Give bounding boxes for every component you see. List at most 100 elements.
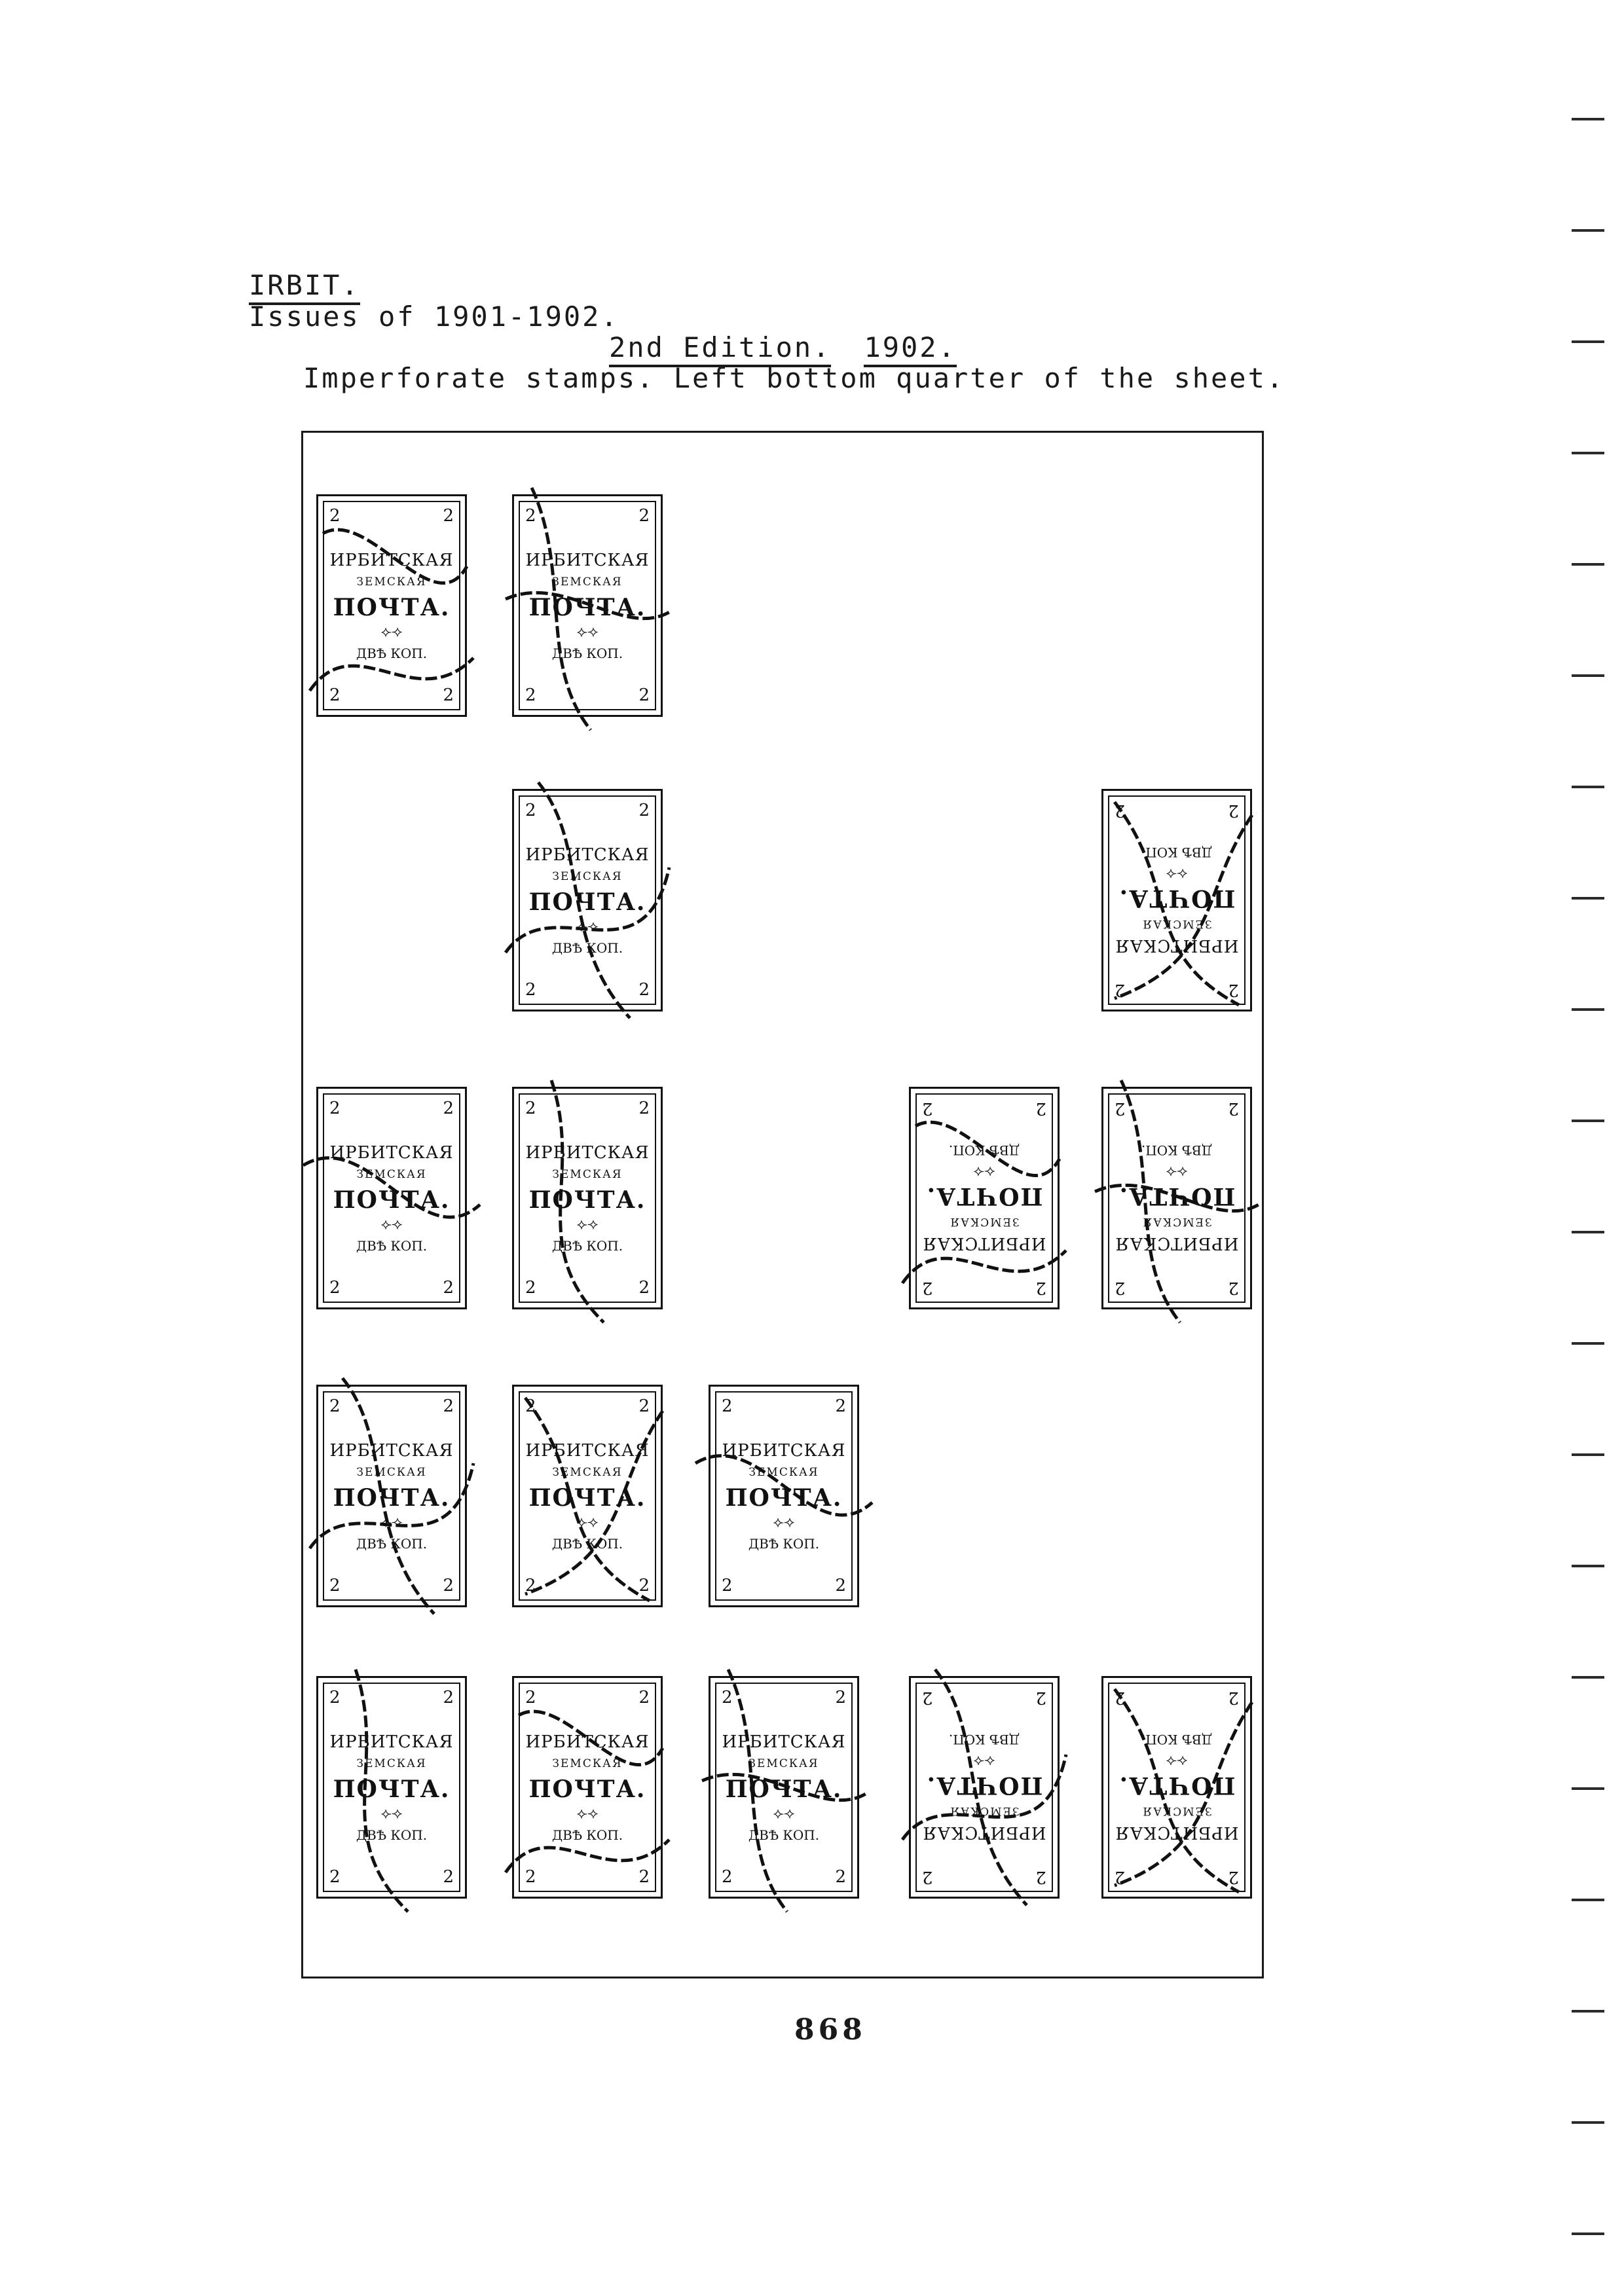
stamp-ornament: ⟣⟢ — [576, 623, 599, 640]
stamp-value-corner: 2 — [525, 1278, 536, 1298]
stamp-value-corner: 2 — [1115, 980, 1126, 1000]
binder-tick — [1572, 2121, 1604, 2124]
stamp-text-value: ДВѢ КОП. — [356, 645, 428, 661]
stamp-text-value: ДВѢ КОП. — [356, 1237, 428, 1254]
stamp-text-zemskaya: ЗЕМСКАЯ — [552, 869, 623, 883]
stamp-text-pochta: ПОЧТА. — [333, 1186, 451, 1214]
stamp-value-corner: 2 — [722, 1576, 733, 1595]
stamp-value-corner: 2 — [922, 1278, 933, 1298]
stamp-text-pochta: ПОЧТА. — [725, 1484, 843, 1512]
binder-tick — [1572, 1008, 1604, 1011]
stamp-value-corner: 2 — [638, 1688, 650, 1707]
stamp-value-corner: 2 — [443, 1099, 454, 1118]
stamp-text-irbitskaya: ИРБИТСКАЯ — [1115, 1823, 1239, 1843]
stamp-text-zemskaya: ЗЕМСКАЯ — [356, 1465, 427, 1479]
stamp-text-pochta: ПОЧТА. — [1118, 884, 1236, 913]
stamp-text-irbitskaya: ИРБИТСКАЯ — [329, 550, 454, 570]
page-number: 868 — [794, 2013, 866, 2047]
stamp-value-corner: 2 — [1115, 1099, 1126, 1118]
stamp-value-corner: 2 — [443, 506, 454, 526]
stamp-text-irbitskaya: ИРБИТСКАЯ — [525, 1732, 650, 1752]
binder-tick — [1572, 229, 1604, 232]
stamp-value-corner: 2 — [525, 1867, 536, 1887]
stamp-value-corner: 2 — [722, 1688, 733, 1707]
stamp-text-pochta: ПОЧТА. — [333, 593, 451, 621]
stamp-text-irbitskaya: ИРБИТСКАЯ — [922, 1233, 1046, 1254]
stamp-value-corner: 2 — [922, 1867, 933, 1887]
stamp-ornament: ⟣⟢ — [973, 1753, 995, 1770]
stamp-text-value: ДВѢ КОП. — [551, 645, 623, 661]
stamp-text-value: ДВѢ КОП. — [948, 1732, 1020, 1748]
stamp-value-corner: 2 — [1115, 801, 1126, 820]
stamp-text-pochta: ПОЧТА. — [528, 1484, 646, 1512]
stamp-value-corner: 2 — [329, 685, 341, 705]
edition-year: 1902. — [864, 331, 957, 367]
binder-tick — [1572, 897, 1604, 900]
stamp-value-corner: 2 — [1115, 1688, 1126, 1707]
stamp-text-zemskaya: ЗЕМСКАЯ — [552, 1167, 623, 1181]
stamp-text-irbitskaya: ИРБИТСКАЯ — [1115, 1233, 1239, 1254]
stamp-ornament: ⟣⟢ — [380, 623, 403, 640]
stamp-value-corner: 2 — [1035, 1278, 1046, 1298]
stamp-text-pochta: ПОЧТА. — [528, 888, 646, 916]
stamp-text-pochta: ПОЧТА. — [1118, 1772, 1236, 1800]
edition-heading: 2nd Edition.1902. — [609, 331, 957, 367]
stamp-value-corner: 2 — [329, 1688, 341, 1707]
stamp-ornament: ⟣⟢ — [773, 1514, 795, 1531]
stamp-ornament: ⟣⟢ — [773, 1805, 795, 1822]
stamp-ornament: ⟣⟢ — [576, 1216, 599, 1233]
stamp-ornament: ⟣⟢ — [576, 918, 599, 935]
stamp-value-corner: 2 — [1228, 801, 1239, 820]
stamp-text-value: ДВѢ КОП. — [551, 1237, 623, 1254]
stamp-value-corner: 2 — [525, 1576, 536, 1595]
stamp-text-pochta: ПОЧТА. — [725, 1775, 843, 1803]
stamp-ornament: ⟣⟢ — [576, 1805, 599, 1822]
stamp-text-value: ДВѢ КОП. — [748, 1535, 820, 1552]
stamp-value-corner: 2 — [722, 1867, 733, 1887]
stamp-value-corner: 2 — [1115, 1278, 1126, 1298]
binder-tick — [1572, 1453, 1604, 1456]
stamp-value-corner: 2 — [443, 1396, 454, 1416]
stamp-text-value: ДВѢ КОП. — [551, 1535, 623, 1552]
stamp-text-zemskaya: ЗЕМСКАЯ — [356, 1757, 427, 1770]
stamp-text-value: ДВѢ КОП. — [1141, 1142, 1213, 1159]
stamp-text-value: ДВѢ КОП. — [356, 1827, 428, 1843]
stamp-text-zemskaya: ЗЕМСКАЯ — [1141, 1804, 1212, 1818]
stamp-text-zemskaya: ЗЕМСКАЯ — [552, 1757, 623, 1770]
stamp-text-zemskaya: ЗЕМСКАЯ — [949, 1804, 1020, 1818]
stamp-value-corner: 2 — [1228, 980, 1239, 1000]
stamp-value-corner: 2 — [329, 1576, 341, 1595]
stamp-value-corner: 2 — [443, 1278, 454, 1298]
stamp-value-corner: 2 — [638, 1278, 650, 1298]
binder-tick — [1572, 563, 1604, 566]
stamp-text-value: ДВѢ КОП. — [1141, 1732, 1213, 1748]
stamp-text-pochta: ПОЧТА. — [1118, 1182, 1236, 1211]
stamp-text-irbitskaya: ИРБИТСКАЯ — [1115, 936, 1239, 956]
stamp-text-irbitskaya: ИРБИТСКАЯ — [525, 550, 650, 570]
binder-tick — [1572, 2232, 1604, 2235]
stamp-text-zemskaya: ЗЕМСКАЯ — [748, 1465, 819, 1479]
binder-tick — [1572, 1231, 1604, 1233]
binder-tick — [1572, 1787, 1604, 1790]
stamp-value-corner: 2 — [1228, 1278, 1239, 1298]
binder-tick — [1572, 2010, 1604, 2013]
stamp-text-irbitskaya: ИРБИТСКАЯ — [922, 1823, 1046, 1843]
binder-tick — [1572, 674, 1604, 677]
binder-tick — [1572, 340, 1604, 343]
stamp-value-corner: 2 — [329, 1099, 341, 1118]
stamp-value-corner: 2 — [835, 1867, 846, 1887]
